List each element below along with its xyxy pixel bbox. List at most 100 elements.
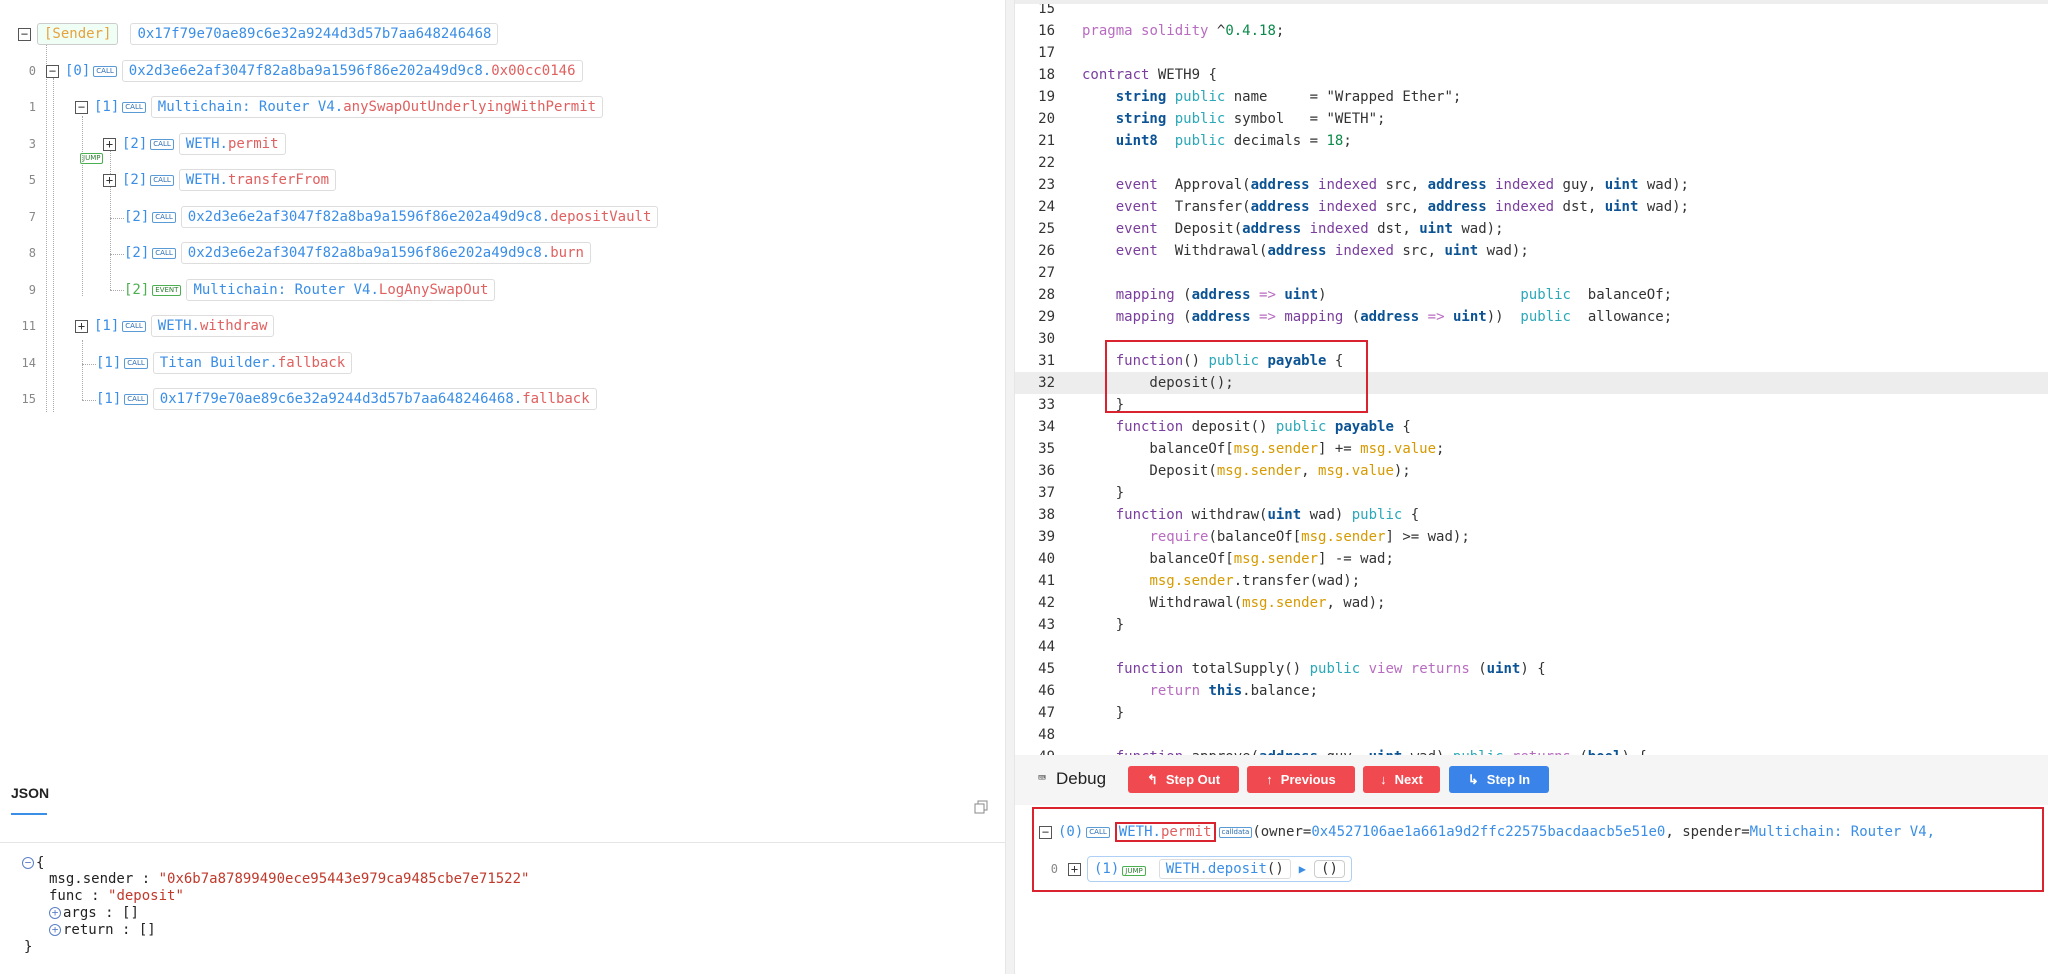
separator: .: [1152, 824, 1161, 840]
code-line-text: event Approval(address indexed src, addr…: [1115, 177, 1689, 193]
method-name: LogAnySwapOut: [378, 282, 489, 298]
code-line-number: 28: [1038, 287, 1055, 303]
copy-icon[interactable]: [974, 800, 988, 814]
collapse-icon[interactable]: −: [1039, 825, 1052, 839]
trace-row[interactable]: − [1] CALL Multichain: Router V4.anySwap…: [75, 93, 604, 121]
jump-badge: JUMP: [1122, 866, 1146, 876]
collapse-icon[interactable]: −: [22, 857, 34, 869]
code-line-text: mapping (address => uint) public balance…: [1115, 287, 1673, 303]
call-label[interactable]: 0x17f79e70ae89c6e32a9244d3d57b7aa6482464…: [152, 388, 597, 410]
highlight-box: [1032, 807, 2044, 892]
code-line-text: string public symbol = "WETH";: [1115, 111, 1386, 127]
method-name: fallback: [522, 391, 590, 407]
call-target[interactable]: WETH.permit: [1114, 822, 1216, 842]
debug-label: Debug: [1056, 769, 1106, 789]
contract-name: 0x17f79e70ae89c6e32a9244d3d57b7aa6482464…: [159, 391, 514, 407]
call-depth: [1]: [96, 355, 122, 371]
collapse-icon[interactable]: −: [75, 100, 88, 114]
spender-name[interactable]: Multichain: Router V4,: [1749, 824, 1936, 840]
call-badge: CALL: [124, 357, 148, 369]
call-label[interactable]: 0x2d3e6e2af3047f82a8ba9a1596f86e202a49d9…: [121, 60, 583, 82]
trace-row[interactable]: [2] CALL 0x2d3e6e2af3047f82a8ba9a1596f86…: [124, 203, 659, 231]
code-line: 44: [1015, 636, 2048, 658]
code-line: 21 uint8 public decimals = 18;: [1015, 130, 2048, 152]
trace-row[interactable]: [1] CALL Titan Builder.fallback: [96, 349, 353, 377]
collapse-icon[interactable]: −: [18, 27, 31, 41]
code-line-number: 15: [1038, 1, 1055, 17]
code-line: 25 event Deposit(address indexed dst, ui…: [1015, 218, 2048, 240]
trace-row[interactable]: [2] EVENT Multichain: Router V4.LogAnySw…: [124, 276, 496, 304]
trace-row[interactable]: [1] CALL 0x17f79e70ae89c6e32a9244d3d57b7…: [96, 385, 597, 413]
call-label[interactable]: WETH.withdraw: [150, 315, 275, 337]
expand-icon[interactable]: +: [49, 924, 61, 936]
call-pill[interactable]: (1)JUMP WETH.deposit() ▶ (): [1087, 856, 1352, 882]
method-name: anySwapOutUnderlyingWithPermit: [343, 99, 597, 115]
step-in-button[interactable]: ↳Step In: [1449, 766, 1549, 793]
json-tab[interactable]: JSON: [11, 785, 49, 815]
trace-row[interactable]: + [2] CALL WETH.permit: [103, 130, 286, 158]
call-label[interactable]: WETH.transferFrom: [178, 169, 337, 191]
call-label[interactable]: Titan Builder.fallback: [152, 352, 353, 374]
method-name: burn: [550, 245, 584, 261]
previous-button[interactable]: ↑Previous: [1247, 766, 1355, 793]
owner-address[interactable]: 0x4527106ae1a661a9d2ffc22575bacdaacb5e51…: [1311, 824, 1666, 840]
code-line-text: event Deposit(address indexed dst, uint …: [1115, 221, 1504, 237]
call-depth: [2]: [122, 172, 148, 188]
return-value[interactable]: (): [1314, 860, 1345, 878]
trace-line-number: 0: [28, 64, 36, 78]
code-line-text: string public name = "Wrapped Ether";: [1115, 89, 1462, 105]
call-label[interactable]: WETH.permit: [178, 133, 286, 155]
code-line: 48: [1015, 724, 2048, 746]
trace-row[interactable]: + [2] CALL WETH.transferFrom: [103, 166, 337, 194]
trace-line-number: 7: [28, 210, 36, 224]
call-label[interactable]: Multichain: Router V4.anySwapOutUnderlyi…: [150, 96, 604, 118]
expand-icon[interactable]: +: [49, 907, 61, 919]
separator: .: [370, 282, 379, 298]
trace-row[interactable]: − [0] CALL 0x2d3e6e2af3047f82a8ba9a1596f…: [46, 57, 583, 85]
json-colon: :: [82, 888, 109, 904]
code-line-number: 40: [1038, 551, 1055, 567]
step-out-button[interactable]: ↰Step Out: [1128, 766, 1239, 793]
call-label[interactable]: WETH.deposit(): [1158, 859, 1291, 879]
code-line-text: event Withdrawal(address indexed src, ui…: [1115, 243, 1529, 259]
code-line: 23 event Approval(address indexed src, a…: [1015, 174, 2048, 196]
method-name: permit: [1160, 824, 1212, 840]
expand-icon[interactable]: +: [75, 319, 88, 333]
trace-row[interactable]: + [1] CALL WETH.withdraw: [75, 312, 275, 340]
code-line-text: msg.sender.transfer(wad);: [1149, 573, 1361, 589]
code-line-text: }: [1082, 397, 1125, 413]
json-value: "deposit": [108, 888, 184, 904]
panel-splitter[interactable]: [1005, 0, 1015, 974]
expand-icon[interactable]: +: [103, 173, 116, 187]
code-line: 33 }: [1015, 394, 2048, 416]
code-line-number: 41: [1038, 573, 1055, 589]
call-label[interactable]: 0x2d3e6e2af3047f82a8ba9a1596f86e202a49d9…: [180, 206, 659, 228]
trace-row[interactable]: [2] CALL 0x2d3e6e2af3047f82a8ba9a1596f86…: [124, 239, 591, 267]
call-depth: [2]: [124, 282, 150, 298]
terminal-icon: ⌨: [1038, 771, 1046, 786]
call-detail-row[interactable]: − (0) CALL WETH.permit calldata (owner=0…: [1039, 822, 2039, 842]
separator: .: [482, 63, 492, 79]
call-label[interactable]: Multichain: Router V4.LogAnySwapOut: [186, 279, 496, 301]
json-key: args: [63, 905, 97, 921]
calldata-badge[interactable]: calldata: [1218, 826, 1253, 838]
collapse-icon[interactable]: −: [46, 64, 59, 78]
code-line-number: 24: [1038, 199, 1055, 215]
call-detail-row[interactable]: + (1)JUMP WETH.deposit() ▶ (): [1068, 856, 1352, 882]
sender-address[interactable]: 0x17f79e70ae89c6e32a9244d3d57b7aa6482464…: [130, 23, 499, 45]
code-line-number: 31: [1038, 353, 1055, 369]
contract-name: WETH: [185, 136, 220, 152]
play-icon[interactable]: ▶: [1298, 862, 1307, 876]
code-line-text: return this.balance;: [1149, 683, 1319, 699]
code-line-text: pragma solidity ^0.4.18;: [1082, 23, 1285, 39]
code-line-number: 27: [1038, 265, 1055, 281]
code-line-text: function deposit() public payable {: [1115, 419, 1411, 435]
trace-line-number: 15: [21, 392, 36, 406]
method-name: permit: [227, 136, 279, 152]
next-button[interactable]: ↓Next: [1363, 766, 1440, 793]
call-label[interactable]: 0x2d3e6e2af3047f82a8ba9a1596f86e202a49d9…: [180, 242, 591, 264]
json-colon: :: [96, 905, 123, 921]
expand-icon[interactable]: +: [103, 137, 116, 151]
tree-connector: [110, 254, 124, 255]
expand-icon[interactable]: +: [1068, 862, 1081, 876]
